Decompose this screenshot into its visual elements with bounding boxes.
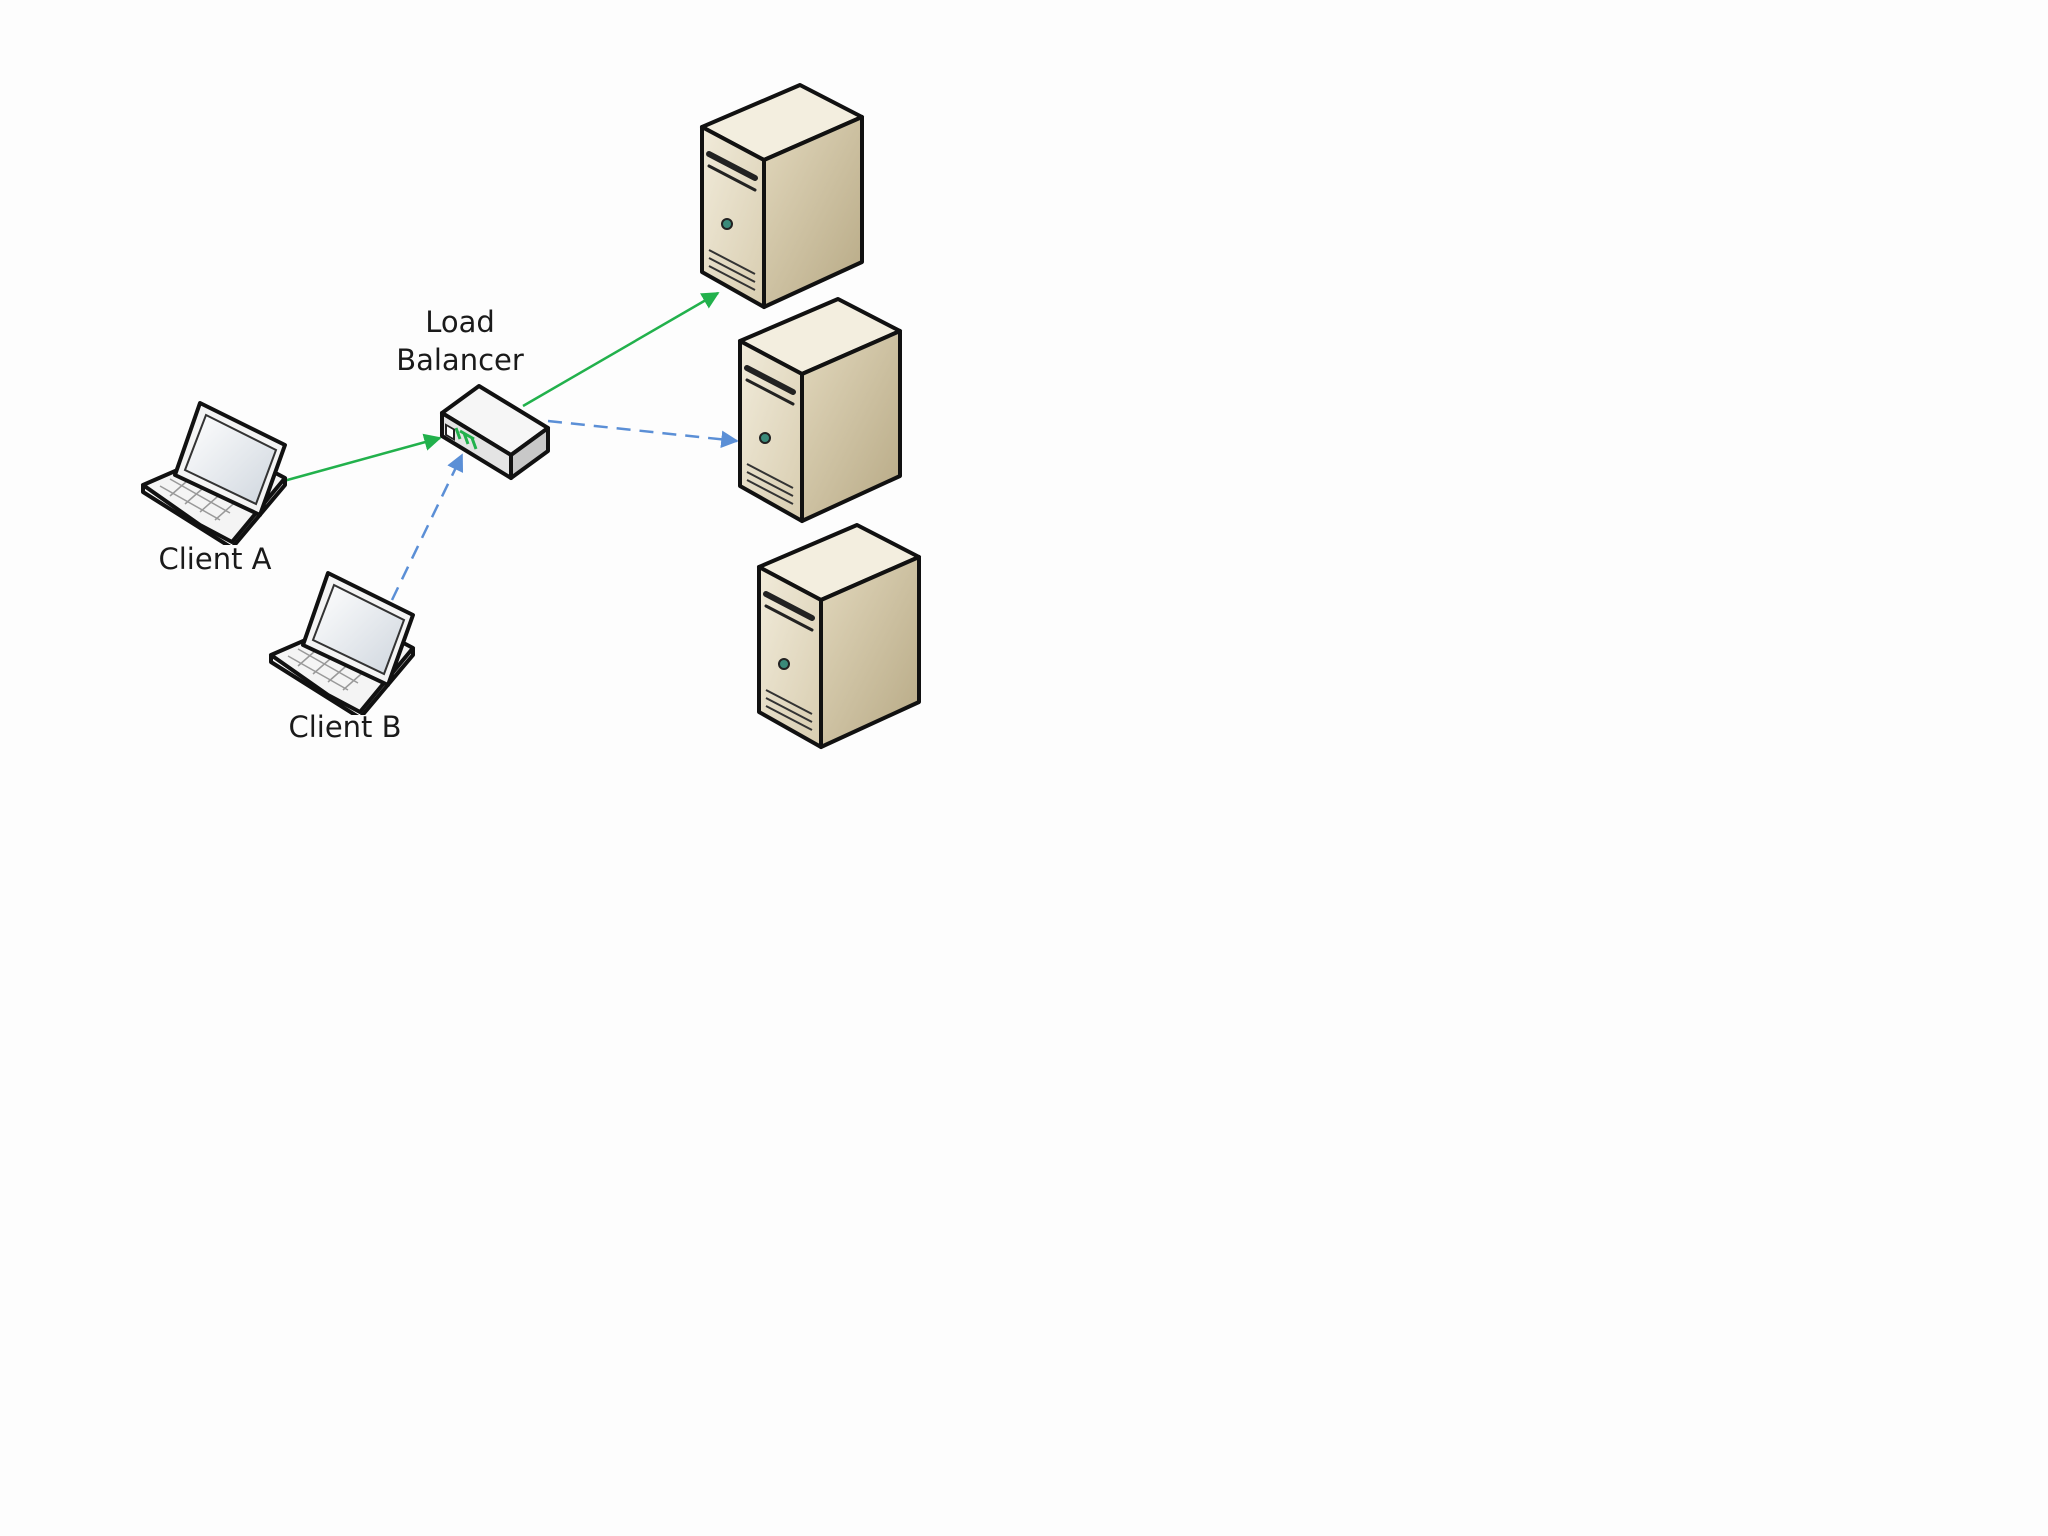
server-tower-icon (702, 85, 862, 307)
laptop-client-a-icon (141, 401, 287, 545)
connection-client-a-to-balancer (279, 433, 442, 484)
client-b-label: Client B (288, 710, 402, 744)
server-tower-icon (740, 299, 900, 521)
load-balancer-label-line2: Balancer (396, 343, 524, 377)
laptop-client-b-icon (269, 571, 415, 715)
connection-balancer-to-server-1 (522, 291, 720, 408)
load-balancer-label: Load Balancer (380, 303, 540, 379)
server-tower-icon (759, 525, 919, 747)
client-a-label: Client A (158, 542, 272, 576)
load-balancer-label-line1: Load (425, 305, 495, 339)
connection-balancer-to-server-2 (547, 419, 739, 449)
connection-client-b-to-balancer (390, 453, 464, 601)
